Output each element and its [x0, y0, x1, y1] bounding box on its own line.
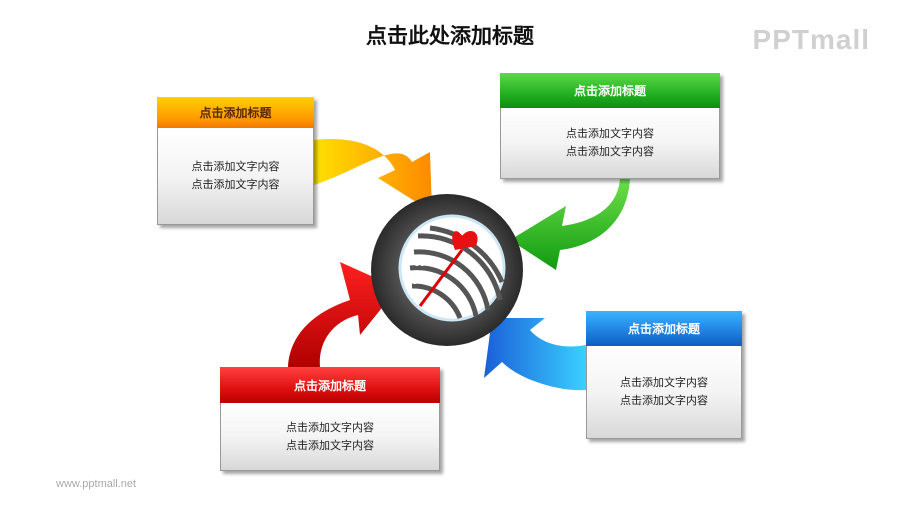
box-text[interactable]: 点击添加文字内容 — [566, 145, 654, 158]
box-title[interactable]: 点击添加标题 — [573, 84, 646, 98]
orange-arrow — [314, 139, 432, 212]
target-label: 40 — [418, 241, 430, 250]
slide-title[interactable]: 点击此处添加标题 — [366, 24, 534, 48]
box-blue: 点击添加标题 点击添加文字内容 点击添加文字内容 — [586, 311, 742, 439]
blue-arrow — [484, 318, 586, 391]
website-url: www.pptmall.net — [56, 478, 137, 490]
box-text[interactable]: 点击添加文字内容 — [286, 438, 374, 452]
box-red: 点击添加标题 点击添加文字内容 点击添加文字内容 — [220, 367, 440, 471]
target-label: 80 — [412, 277, 424, 286]
box-text[interactable]: 点击添加文字内容 — [566, 127, 654, 140]
box-text[interactable]: 点击添加文字内容 — [191, 178, 280, 191]
box-title[interactable]: 点击添加标题 — [293, 378, 366, 393]
box-text[interactable]: 点击添加文字内容 — [286, 420, 374, 434]
green-arrow — [510, 178, 630, 270]
box-orange: 点击添加标题 点击添加文字内容 点击添加文字内容 — [157, 97, 314, 225]
box-text[interactable]: 点击添加文字内容 — [620, 376, 708, 389]
box-title[interactable]: 点击添加标题 — [199, 106, 272, 120]
box-title[interactable]: 点击添加标题 — [627, 322, 700, 336]
pptmall-logo: PPTmall — [752, 24, 870, 55]
dart-icon — [418, 231, 478, 307]
target-stripes-icon — [409, 225, 505, 319]
box-text[interactable]: 点击添加文字内容 — [620, 394, 708, 407]
box-text[interactable]: 点击添加文字内容 — [191, 160, 280, 173]
target-label: 60 — [414, 259, 426, 268]
target-face — [398, 214, 506, 322]
box-green: 点击添加标题 点击添加文字内容 点击添加文字内容 — [500, 73, 720, 179]
red-arrow — [288, 262, 398, 367]
